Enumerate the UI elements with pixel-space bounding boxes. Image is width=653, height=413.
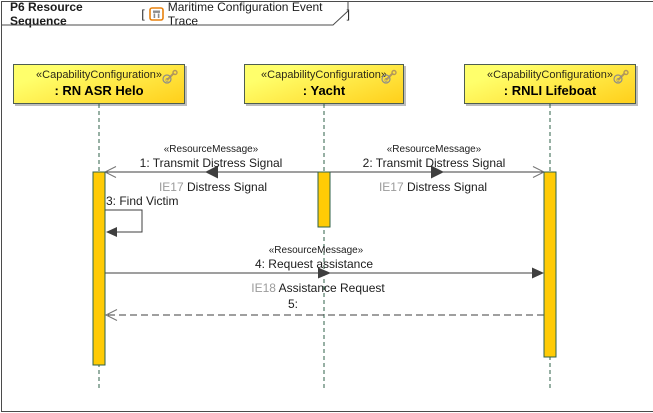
- svg-text:c: c: [616, 77, 620, 84]
- message-2-conveyed-item[interactable]: IE17 Distress Signal: [379, 180, 487, 194]
- diagram-frame-title: P6 Resource Sequence [ Maritime Configur…: [2, 1, 350, 28]
- capability-configuration-icon: c: [612, 69, 630, 85]
- conveyed-item-name: Distress Signal: [187, 180, 268, 194]
- capability-configuration-icon: c: [161, 69, 179, 85]
- frame-title: P6 Resource Sequence: [10, 1, 83, 28]
- message-4-flow-direction-marker: [318, 267, 331, 279]
- message-3-arrowhead: [106, 227, 117, 237]
- sequence-diagram-icon: [148, 6, 164, 21]
- message-1-flow-direction-marker: [205, 165, 218, 179]
- svg-text:c: c: [384, 77, 388, 84]
- message-5-open-arrowhead: [104, 309, 118, 321]
- message-4-stereotype[interactable]: «ResourceMessage»: [268, 245, 364, 256]
- message-1-conveyed-item[interactable]: IE17 Distress Signal: [159, 180, 267, 194]
- activation-bar-rn-asr-helo[interactable]: [92, 171, 106, 366]
- stereotype-label: «CapabilityConfiguration»: [261, 69, 387, 81]
- activation-bar-yacht[interactable]: [317, 171, 331, 228]
- message-4-arrowhead: [532, 267, 544, 279]
- conveyed-item-name: Assistance Request: [278, 281, 385, 295]
- lifeline-head-rnli-lifeboat[interactable]: «CapabilityConfiguration» : RNLI Lifeboa…: [464, 64, 636, 104]
- message-3-self-loop[interactable]: [105, 209, 143, 233]
- message-5-label[interactable]: 5:: [287, 297, 299, 311]
- frame-diagram-name: Maritime Configuration Event Trace: [167, 1, 323, 28]
- bracket-open: [: [141, 6, 145, 21]
- conveyed-item-id: IE17: [378, 180, 404, 194]
- lifeline-name: : Yacht: [302, 82, 346, 98]
- message-2-stereotype[interactable]: «ResourceMessage»: [386, 144, 482, 155]
- lifeline-head-yacht[interactable]: «CapabilityConfiguration» : Yacht c: [244, 64, 404, 104]
- message-2-label[interactable]: 2: Transmit Distress Signal: [362, 156, 506, 170]
- lifeline-name: : RN ASR Helo: [54, 82, 144, 98]
- bracket-close: ]: [346, 6, 350, 21]
- stereotype-label: «CapabilityConfiguration»: [487, 69, 613, 81]
- message-1-stereotype[interactable]: «ResourceMessage»: [163, 144, 259, 155]
- capability-configuration-icon: c: [380, 69, 398, 85]
- svg-text:c: c: [165, 77, 169, 84]
- message-4-label[interactable]: 4: Request assistance: [254, 257, 374, 271]
- message-1-label[interactable]: 1: Transmit Distress Signal: [139, 156, 283, 170]
- message-4-conveyed-item[interactable]: IE18 Assistance Request: [251, 281, 384, 295]
- conveyed-item-id: IE17: [158, 180, 184, 194]
- message-3-label[interactable]: 3: Find Victim: [106, 194, 179, 208]
- lifeline-head-rn-asr-helo[interactable]: «CapabilityConfiguration» : RN ASR Helo …: [13, 64, 185, 104]
- message-2-flow-direction-marker: [431, 165, 444, 179]
- conveyed-item-id: IE18: [251, 281, 276, 295]
- frame-tab-outline: [2, 2, 349, 26]
- stereotype-label: «CapabilityConfiguration»: [36, 69, 162, 81]
- conveyed-item-name: Distress Signal: [407, 180, 488, 194]
- lifeline-name: : RNLI Lifeboat: [503, 82, 597, 98]
- activation-bar-rnli-lifeboat[interactable]: [543, 171, 557, 358]
